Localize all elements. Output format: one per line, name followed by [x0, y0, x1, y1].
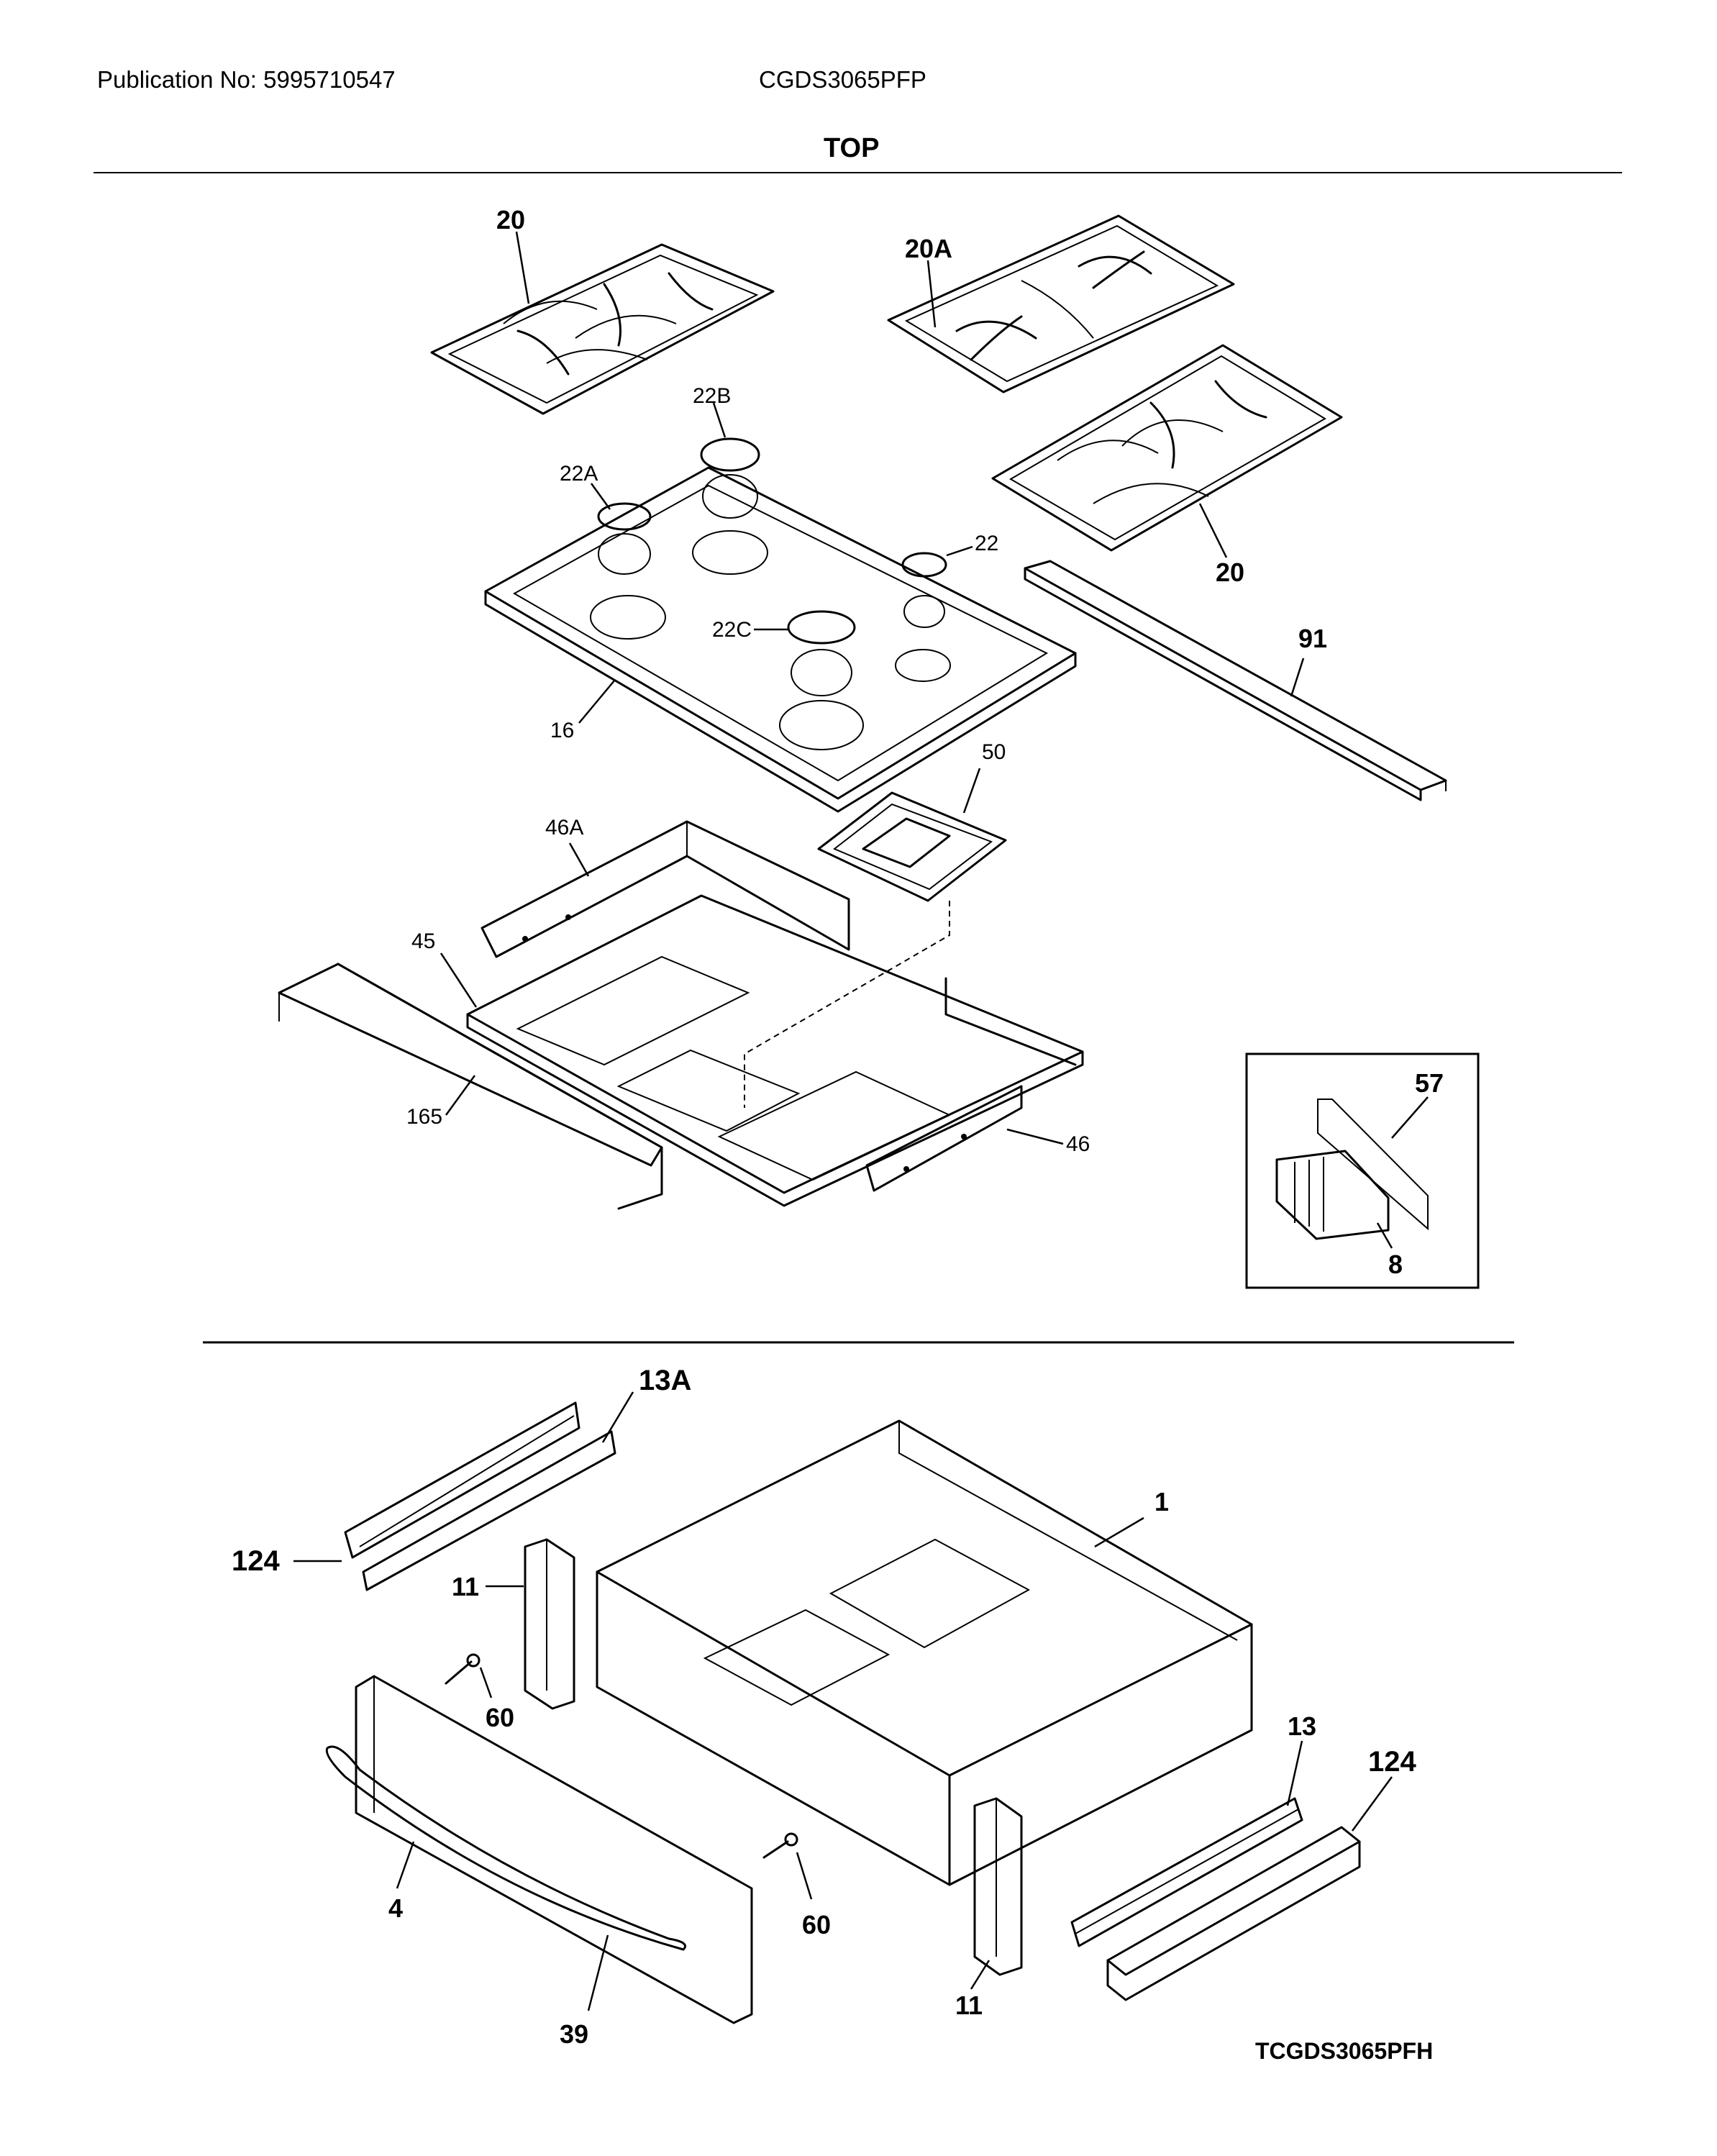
- callout-39: 39: [560, 2019, 588, 2049]
- callout-22A: 22A: [560, 462, 598, 486]
- callout-8: 8: [1388, 1250, 1403, 1279]
- callout-13A: 13A: [639, 1365, 691, 1396]
- callout-16: 16: [550, 719, 574, 742]
- bracket-11-top: [524, 1538, 575, 1710]
- callout-91: 91: [1298, 624, 1327, 653]
- callout-13: 13: [1288, 1711, 1316, 1741]
- rail-165: [278, 963, 663, 1210]
- model-number: CGDS3065PFP: [759, 66, 926, 93]
- callout-60-right: 60: [802, 1910, 831, 1939]
- callout-20-right: 20: [1216, 558, 1244, 587]
- slide-13: [1070, 1797, 1303, 1947]
- cap-22C: [787, 610, 856, 645]
- bracket-50: [817, 791, 1007, 902]
- publication-number: Publication No: 5995710547: [97, 66, 396, 93]
- grate-right-top: [887, 214, 1235, 394]
- callout-22: 22: [975, 532, 998, 555]
- screw-60-right: [762, 1832, 798, 1859]
- handle: [325, 1745, 686, 1951]
- pan-45: [466, 894, 1084, 1207]
- inset-parts: [1275, 1099, 1429, 1240]
- callout-60-left: 60: [486, 1703, 514, 1732]
- cap-22: [901, 552, 947, 578]
- callout-11-top: 11: [452, 1572, 479, 1601]
- section-title: TOP: [824, 133, 880, 163]
- callout-4: 4: [388, 1893, 403, 1923]
- callout-124-right: 124: [1368, 1746, 1416, 1778]
- slide-13A: [344, 1401, 616, 1591]
- callout-11-bottom: 11: [955, 1991, 983, 2020]
- inset-box: [1245, 1052, 1480, 1289]
- callout-46: 46: [1066, 1132, 1090, 1156]
- callout-22B: 22B: [693, 384, 731, 408]
- bracket-11-bottom: [973, 1797, 1023, 1976]
- screw-60-left: [445, 1653, 481, 1685]
- drawer-front: [355, 1675, 753, 2024]
- callout-50: 50: [982, 740, 1006, 764]
- cap-22A: [597, 502, 652, 531]
- callout-124-left: 124: [232, 1545, 280, 1577]
- cooktop: [484, 466, 1077, 813]
- trim-strip: [1024, 560, 1447, 801]
- callout-22C: 22C: [712, 618, 752, 642]
- drawing-code: TCGDS3065PFH: [1255, 2038, 1433, 2064]
- callout-20-left: 20: [496, 205, 525, 235]
- bracket-46A: [481, 820, 850, 958]
- callout-57: 57: [1415, 1068, 1444, 1098]
- callout-165: 165: [406, 1105, 442, 1129]
- cap-22B: [700, 437, 760, 472]
- callout-1: 1: [1154, 1487, 1169, 1516]
- grate-left: [430, 243, 775, 415]
- callout-20A: 20A: [905, 234, 952, 263]
- drawer-box: [596, 1419, 1253, 1886]
- grate-right-bottom: [991, 344, 1343, 552]
- slide-124-right: [1106, 1826, 1361, 2001]
- callout-46A: 46A: [545, 816, 583, 840]
- bracket-46: [865, 1085, 1023, 1192]
- callout-45: 45: [411, 929, 435, 953]
